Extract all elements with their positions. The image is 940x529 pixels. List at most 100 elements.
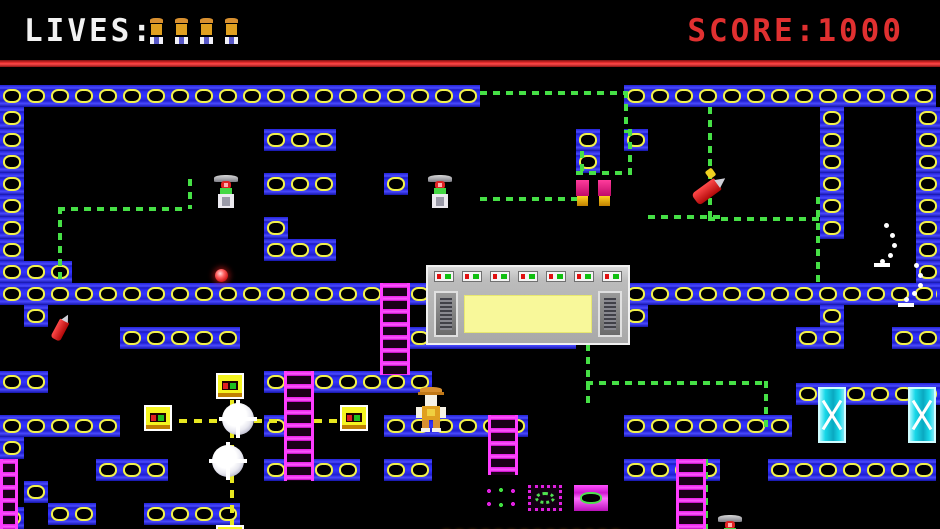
machine-side-left bbox=[434, 291, 458, 337]
spark-base bbox=[898, 303, 914, 307]
ladder-right-lower[interactable] bbox=[676, 459, 706, 529]
enemy-light-red bbox=[221, 181, 231, 189]
platform-tile bbox=[840, 459, 864, 481]
ladder-far-left[interactable] bbox=[0, 459, 18, 529]
platform-tile bbox=[792, 283, 816, 305]
platform-tile bbox=[312, 239, 336, 261]
control-box-bottom[interactable] bbox=[216, 525, 244, 529]
life-icon bbox=[173, 18, 190, 44]
platform-tile bbox=[240, 283, 264, 305]
platform-tile bbox=[816, 85, 840, 107]
platform-tile bbox=[624, 283, 648, 305]
platform-tile bbox=[96, 459, 120, 481]
platform-tile bbox=[312, 173, 336, 195]
spark-dot bbox=[918, 283, 923, 288]
platform-tile bbox=[48, 503, 72, 525]
life-icon bbox=[148, 18, 165, 44]
platform-tile bbox=[264, 173, 288, 195]
platform-tile bbox=[264, 283, 288, 305]
platform-tile bbox=[792, 459, 816, 481]
machine-indicator-lights bbox=[434, 271, 622, 283]
gem-pink-1[interactable] bbox=[576, 180, 589, 206]
spark-dot bbox=[880, 259, 885, 264]
platform-tile bbox=[892, 327, 916, 349]
platform-tile bbox=[648, 415, 672, 437]
platform-tile bbox=[0, 371, 24, 393]
platform-tile bbox=[216, 503, 240, 525]
platform-tile bbox=[916, 239, 940, 261]
platform-tile bbox=[120, 283, 144, 305]
platform-tile bbox=[768, 283, 792, 305]
rope-vert-center-low bbox=[586, 305, 590, 405]
life-icon bbox=[198, 18, 215, 44]
rope-upper-right bbox=[576, 171, 628, 175]
platform-tile bbox=[216, 85, 240, 107]
ladder-center-upper[interactable] bbox=[380, 283, 410, 375]
platform-tile bbox=[720, 85, 744, 107]
platform-tile bbox=[0, 437, 24, 459]
platform-tile bbox=[820, 173, 844, 195]
platform-tile bbox=[0, 173, 24, 195]
rope-vert-right-top bbox=[624, 91, 628, 133]
platform-tile bbox=[192, 327, 216, 349]
platform-tile bbox=[796, 327, 820, 349]
player-cowboy bbox=[416, 387, 446, 435]
hud-bar: LIVES: SCORE:1000 bbox=[0, 0, 940, 67]
platform-tile bbox=[288, 85, 312, 107]
enemy-cap bbox=[428, 175, 452, 182]
rope-vert-mid bbox=[580, 151, 584, 173]
player-leg-left bbox=[421, 420, 430, 432]
control-box-left[interactable] bbox=[144, 405, 172, 431]
platform-tile bbox=[288, 239, 312, 261]
sparkle-upper bbox=[219, 400, 257, 438]
platform-tile bbox=[360, 283, 384, 305]
platform-tile bbox=[820, 217, 844, 239]
enemy-cap bbox=[214, 175, 238, 182]
rope-left-upper bbox=[58, 207, 188, 211]
platform-tile bbox=[816, 459, 840, 481]
platform-tile bbox=[72, 85, 96, 107]
platform-tile bbox=[288, 283, 312, 305]
platform-tile bbox=[288, 173, 312, 195]
rope-right-mid bbox=[708, 217, 820, 221]
platform-tile bbox=[916, 217, 940, 239]
platform-tile bbox=[336, 85, 360, 107]
platform-tile bbox=[0, 415, 24, 437]
platform-tile bbox=[744, 85, 768, 107]
enemy-hanging-1 bbox=[214, 175, 238, 209]
platform-tile bbox=[916, 195, 940, 217]
platform-tile bbox=[120, 327, 144, 349]
lives-icon-group bbox=[148, 18, 240, 44]
door-teleport-left[interactable] bbox=[818, 387, 846, 443]
door-teleport-right[interactable] bbox=[908, 387, 936, 443]
platform-tile bbox=[168, 503, 192, 525]
player-arm-right bbox=[439, 407, 446, 418]
platform-tile bbox=[868, 383, 892, 405]
platform-tile bbox=[456, 415, 480, 437]
platform-tile bbox=[408, 459, 432, 481]
platform-tile bbox=[192, 503, 216, 525]
platform-tile bbox=[432, 85, 456, 107]
platform-tile bbox=[72, 415, 96, 437]
platform-tile bbox=[24, 415, 48, 437]
control-box-top[interactable] bbox=[216, 373, 244, 399]
player-arm-left bbox=[416, 407, 423, 418]
ladder-left-lower[interactable] bbox=[284, 371, 314, 481]
hud-divider bbox=[0, 60, 940, 67]
platform-tile bbox=[672, 283, 696, 305]
platform-tile bbox=[24, 371, 48, 393]
platform-tile bbox=[384, 415, 408, 437]
control-box-right[interactable] bbox=[340, 405, 368, 431]
gem-pink-2[interactable] bbox=[598, 180, 611, 206]
platform-tile bbox=[48, 85, 72, 107]
block-stage-1 bbox=[484, 485, 518, 511]
platform-tile bbox=[648, 85, 672, 107]
platform-tile bbox=[264, 85, 288, 107]
rope-vert-bottom-right bbox=[704, 459, 708, 529]
enemy-light-red bbox=[725, 521, 735, 529]
rope-vert-left-up bbox=[188, 179, 192, 209]
ladder-mid-lower[interactable] bbox=[488, 415, 518, 475]
platform-tile bbox=[624, 459, 648, 481]
enemy-light-green bbox=[434, 188, 446, 195]
platform-tile bbox=[144, 85, 168, 107]
